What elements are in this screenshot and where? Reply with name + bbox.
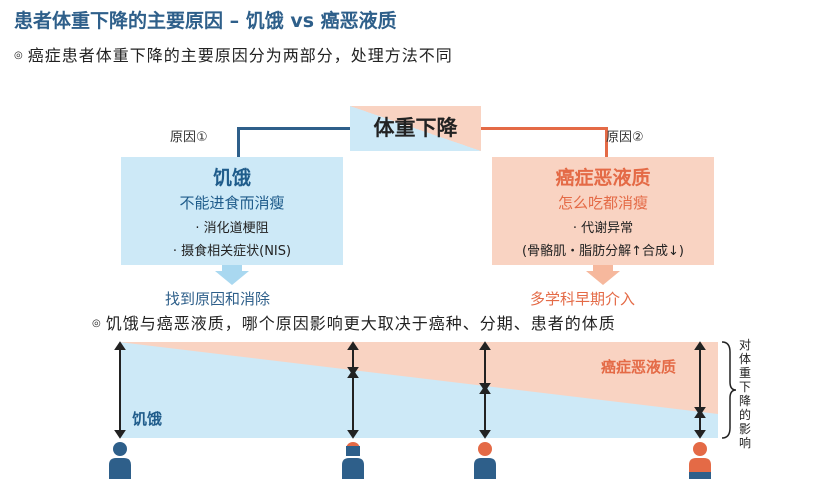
arrow-down-left-icon <box>215 265 249 285</box>
arrow-down-right-icon <box>586 265 620 285</box>
impact-arrows <box>114 341 706 439</box>
cachexia-point-1: · 代谢异常 <box>572 221 634 236</box>
person-icon <box>109 442 131 479</box>
subtitle-2: ◎饥饿与癌恶液质，哪个原因影响更大取决于癌种、分期、患者的体质 <box>92 310 616 334</box>
bullet-icon: ◎ <box>14 50 24 61</box>
hunger-heading: 饥饿 <box>212 167 251 189</box>
cause-1-label: 原因① <box>170 130 208 145</box>
person-icon <box>342 442 364 479</box>
hunger-description: 不能进食而消瘦 <box>179 194 285 212</box>
hunger-chart-label: 饥饿 <box>132 410 163 428</box>
cachexia-description: 怎么吃都消瘦 <box>557 194 648 212</box>
hunger-area <box>119 342 718 438</box>
hunger-point-2: · 摄食相关症状(NIS) <box>172 244 292 259</box>
person-icon <box>689 442 711 479</box>
connector-right-vertical <box>605 127 608 157</box>
connector-left-vertical <box>237 127 240 157</box>
person-icon <box>474 442 496 479</box>
weight-loss-box: 体重下降 <box>350 106 481 151</box>
cachexia-point-2: (骨骼肌・脂肪分解↑合成↓) <box>522 244 684 259</box>
connector-right-horizontal <box>481 127 607 130</box>
bullet-icon: ◎ <box>92 318 102 329</box>
subtitle-2-text: 饥饿与癌恶液质，哪个原因影响更大取决于癌种、分期、患者的体质 <box>105 314 616 333</box>
hunger-box: 饥饿 不能进食而消瘦 · 消化道梗阻 · 摄食相关症状(NIS) <box>121 157 343 265</box>
impact-label: 对体重下降的影响 <box>738 338 751 450</box>
subtitle-1: ◎癌症患者体重下降的主要原因分为两部分，处理方法不同 <box>14 42 453 66</box>
action-right: 多学科早期介入 <box>530 290 636 308</box>
hunger-point-1: · 消化道梗阻 <box>195 221 269 236</box>
cachexia-heading: 癌症恶液质 <box>555 167 651 189</box>
connector-left-horizontal <box>238 127 350 130</box>
cachexia-chart-label: 癌症恶液质 <box>601 358 677 376</box>
subtitle-1-text: 癌症患者体重下降的主要原因分为两部分，处理方法不同 <box>27 46 453 65</box>
action-left: 找到原因和消除 <box>165 290 271 308</box>
cause-2-label: 原因② <box>606 130 644 145</box>
cachexia-box: 癌症恶液质 怎么吃都消瘦 · 代谢异常 (骨骼肌・脂肪分解↑合成↓) <box>492 157 714 265</box>
brace-icon <box>721 341 737 439</box>
page-title: 患者体重下降的主要原因 – 饥饿 vs 癌恶液质 <box>14 10 397 32</box>
